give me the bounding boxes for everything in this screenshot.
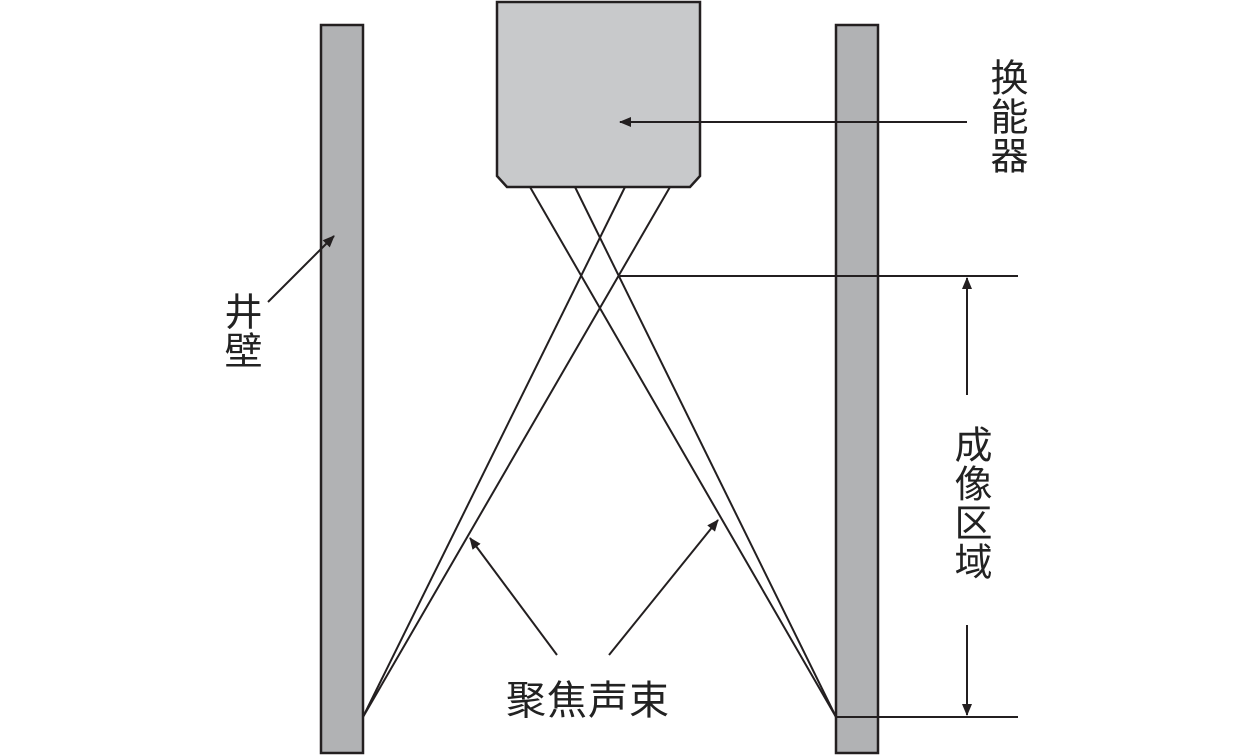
focused-beam-lines xyxy=(362,186,837,718)
transducer-body xyxy=(495,0,702,189)
left-borehole-wall xyxy=(319,23,365,755)
imaging-region-label: 成像区域 xyxy=(948,425,992,581)
beam-line-left-inner xyxy=(362,186,626,718)
beam-line-right-outer xyxy=(529,186,837,718)
borehole-wall-pointer-arrow xyxy=(267,235,335,303)
focused-beam-label: 聚焦声束 xyxy=(506,678,670,724)
right-borehole-wall xyxy=(834,23,880,755)
focused-beam-pointer-arrow-left xyxy=(469,537,558,656)
borehole-wall-label: 井壁 xyxy=(218,292,262,370)
transducer-label: 换能器 xyxy=(984,58,1028,175)
beam-line-right-inner xyxy=(574,186,837,718)
focused-beam-pointer-arrow-right xyxy=(608,519,719,656)
